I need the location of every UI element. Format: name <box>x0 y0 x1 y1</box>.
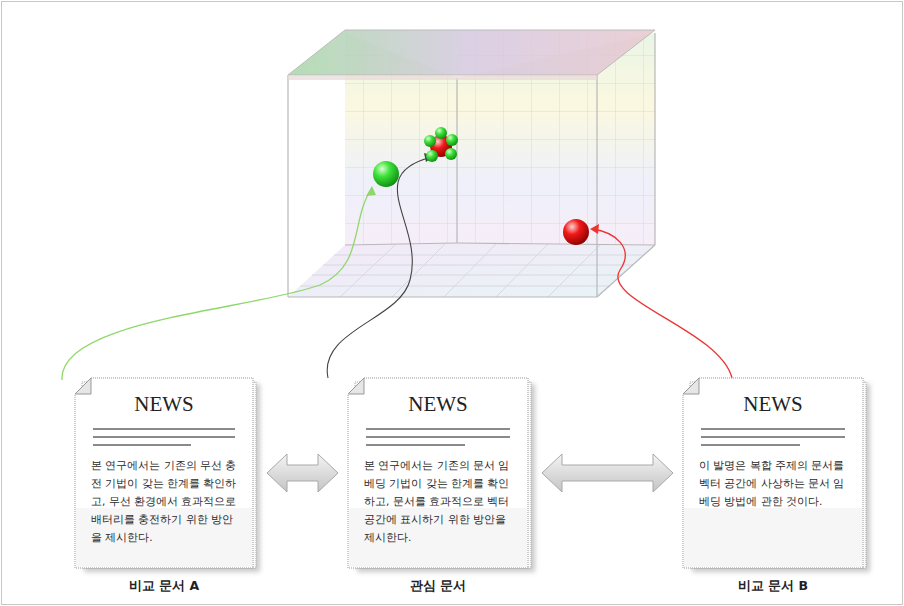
document-body: 본 연구에서는 기존의 문서 임베딩 기법이 갖는 한계를 확인하고, 문서를 … <box>364 456 514 546</box>
document-body: 본 연구에서는 기존의 무선 충전 기법이 갖는 한계를 확인하고, 무선 환경… <box>91 456 239 546</box>
document-caption: 비교 문서 B <box>663 578 883 595</box>
document-caption: 비교 문서 A <box>55 578 273 595</box>
double-arrow <box>267 454 338 492</box>
news-document: NEWS 본 연구에서는 기존의 무선 충전 기법이 갖는 한계를 확인하고, 무… <box>75 378 253 568</box>
text-line <box>93 436 235 438</box>
text-line <box>366 444 465 446</box>
news-document: NEWS 이 발명은 복합 주제의 문서를 벡터 공간에 사상하는 문서 임베딩 … <box>683 378 863 568</box>
double-arrow <box>542 454 673 492</box>
text-line <box>366 436 510 438</box>
text-line <box>366 428 510 430</box>
text-line <box>701 436 845 438</box>
document-heading: NEWS <box>348 378 528 416</box>
document-heading: NEWS <box>683 378 863 416</box>
text-line <box>701 428 845 430</box>
text-line <box>701 444 800 446</box>
text-line <box>93 428 235 430</box>
document-caption: 관심 문서 <box>328 578 548 595</box>
text-line <box>93 444 191 446</box>
document-body: 이 발명은 복합 주제의 문서를 벡터 공간에 사상하는 문서 임베딩 방법에 … <box>699 456 849 510</box>
document-heading: NEWS <box>75 378 253 416</box>
news-document: NEWS 본 연구에서는 기존의 문서 임베딩 기법이 갖는 한계를 확인하고, … <box>348 378 528 568</box>
